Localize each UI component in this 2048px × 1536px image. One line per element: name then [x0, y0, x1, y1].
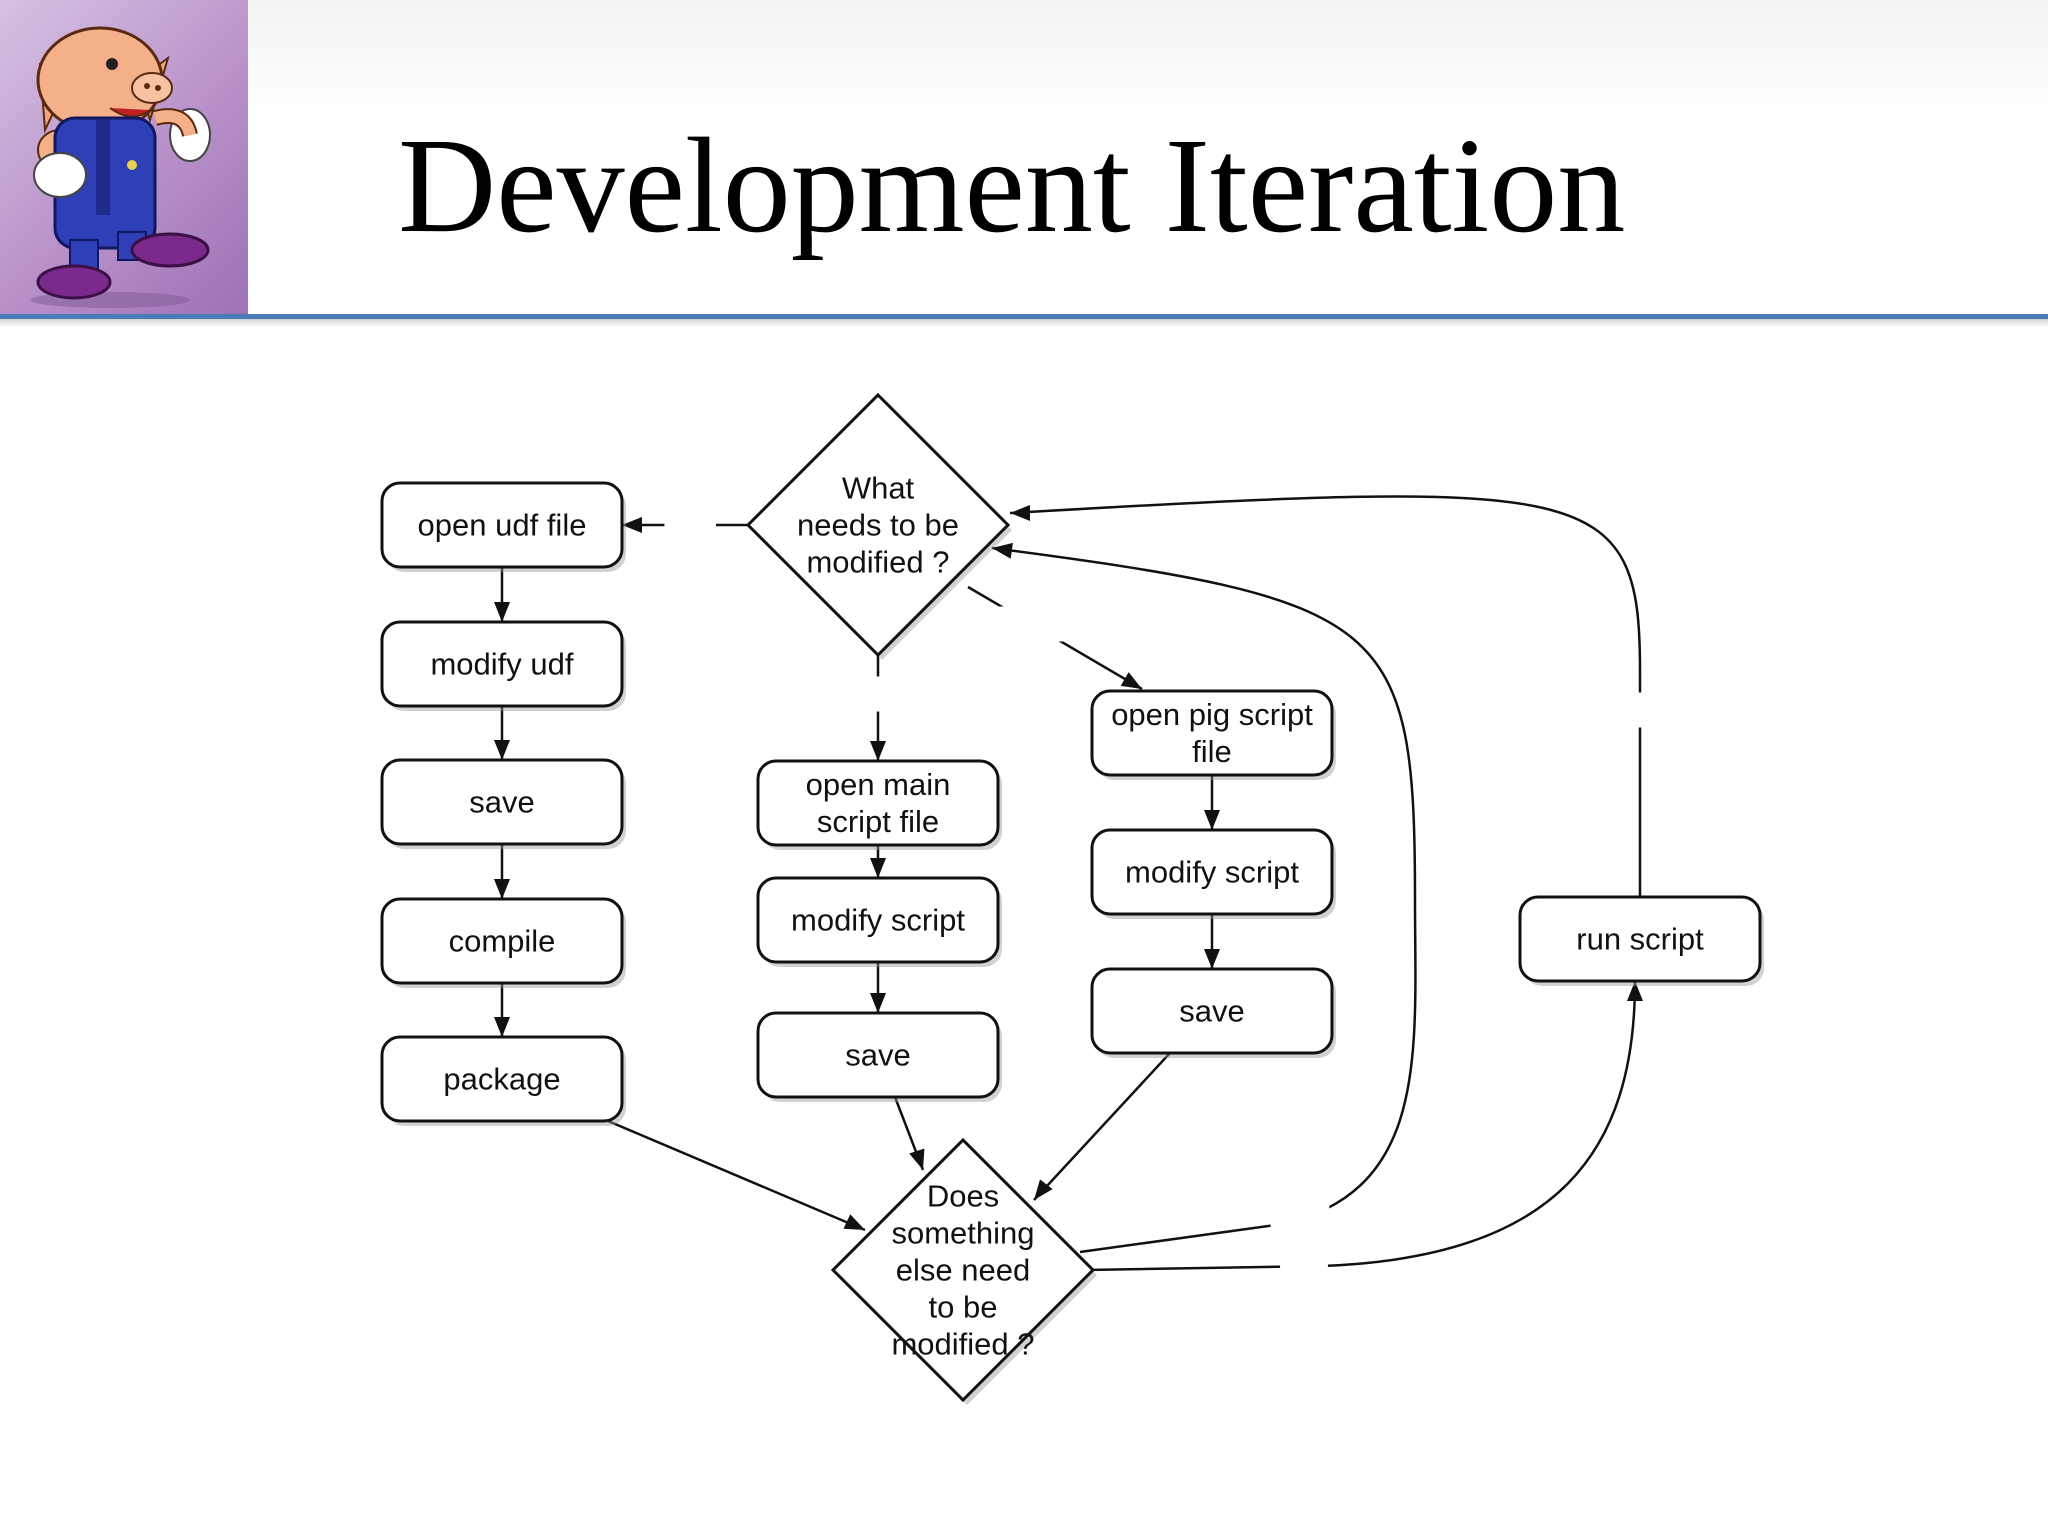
edge-main-step-0-arrowhead	[870, 858, 886, 878]
edge-udf-step-0-arrowhead	[494, 602, 510, 622]
title-band	[248, 0, 2048, 316]
node-label: save	[1179, 994, 1244, 1029]
edge-package-to-decision-arrowhead	[843, 1214, 865, 1230]
node-label: script file	[817, 804, 939, 839]
edge-iterate-loop	[1009, 495, 1642, 897]
title-divider	[0, 314, 2048, 319]
main-step-2: save	[756, 1011, 1002, 1102]
title-divider-shadow	[0, 319, 2048, 327]
edge-udf-step-3-arrowhead	[494, 1017, 510, 1037]
edge-main-save-to-decision-arrowhead	[909, 1148, 925, 1170]
edge-pig-save-to-decision	[1033, 1052, 1171, 1201]
node-label: open udf file	[418, 508, 587, 543]
node-label: else need	[896, 1253, 1030, 1288]
node-label: save	[469, 785, 534, 820]
node-label: modify script	[1125, 855, 1299, 890]
node-label: open pig script	[1111, 697, 1313, 732]
logo-panel	[0, 0, 248, 316]
edge-yes-loop	[991, 546, 1417, 1254]
edge-decision-to-udf-arrowhead	[622, 517, 642, 533]
udf-step-4: package	[380, 1035, 626, 1126]
edge-udf-step-1-arrowhead	[494, 740, 510, 760]
udf-step-3: compile	[380, 897, 626, 988]
edge-pig-step-0-arrowhead	[1204, 810, 1220, 830]
node-label: modify udf	[430, 647, 573, 682]
udf-step-1: modify udf	[380, 620, 626, 711]
node-label: run script	[1576, 922, 1704, 957]
node-label: save	[845, 1038, 910, 1073]
run-script-step: run script	[1518, 895, 1764, 986]
edge-no-to-run-arrowhead	[1627, 981, 1643, 1001]
edge-no-to-run	[1085, 980, 1637, 1272]
pig-step-2: save	[1090, 967, 1336, 1058]
main-step-1: modify script	[756, 876, 1002, 967]
node-label: to be	[929, 1290, 998, 1325]
node-label: modified ?	[806, 545, 949, 580]
edge-decision-to-main-arrowhead	[870, 741, 886, 761]
edge-package-to-decision	[607, 1119, 866, 1232]
flowchart-edge-labels: udfpig scriptmain programiterateYesNo	[664, 507, 1686, 1283]
udf-step-2: save	[380, 758, 626, 849]
edge-iterate-loop-arrowhead	[1010, 505, 1030, 521]
node-label: What	[842, 471, 915, 506]
udf-step-0: open udf file	[380, 481, 626, 572]
edge-main-step-1-arrowhead	[870, 993, 886, 1013]
pig-mascot-logo	[30, 26, 211, 308]
node-label: modify script	[791, 903, 965, 938]
node-label: compile	[449, 924, 556, 959]
edge-pig-step-1-arrowhead	[1204, 949, 1220, 969]
node-label: package	[443, 1062, 560, 1097]
edge-yes-loop-arrowhead	[992, 542, 1013, 559]
edge-pig-save-to-decision-arrowhead	[1034, 1179, 1053, 1200]
edge-udf-step-2-arrowhead	[494, 879, 510, 899]
node-label: file	[1192, 734, 1232, 769]
node-label: Does	[927, 1179, 999, 1214]
node-label: modified ?	[891, 1327, 1034, 1362]
node-label: something	[891, 1216, 1034, 1251]
node-label: needs to be	[797, 508, 959, 543]
node-label: open main	[806, 767, 951, 802]
pig-step-1: modify script	[1090, 828, 1336, 919]
edge-decision-to-pig-arrowhead	[1120, 672, 1142, 689]
slide-title: Development Iteration	[398, 111, 1626, 261]
